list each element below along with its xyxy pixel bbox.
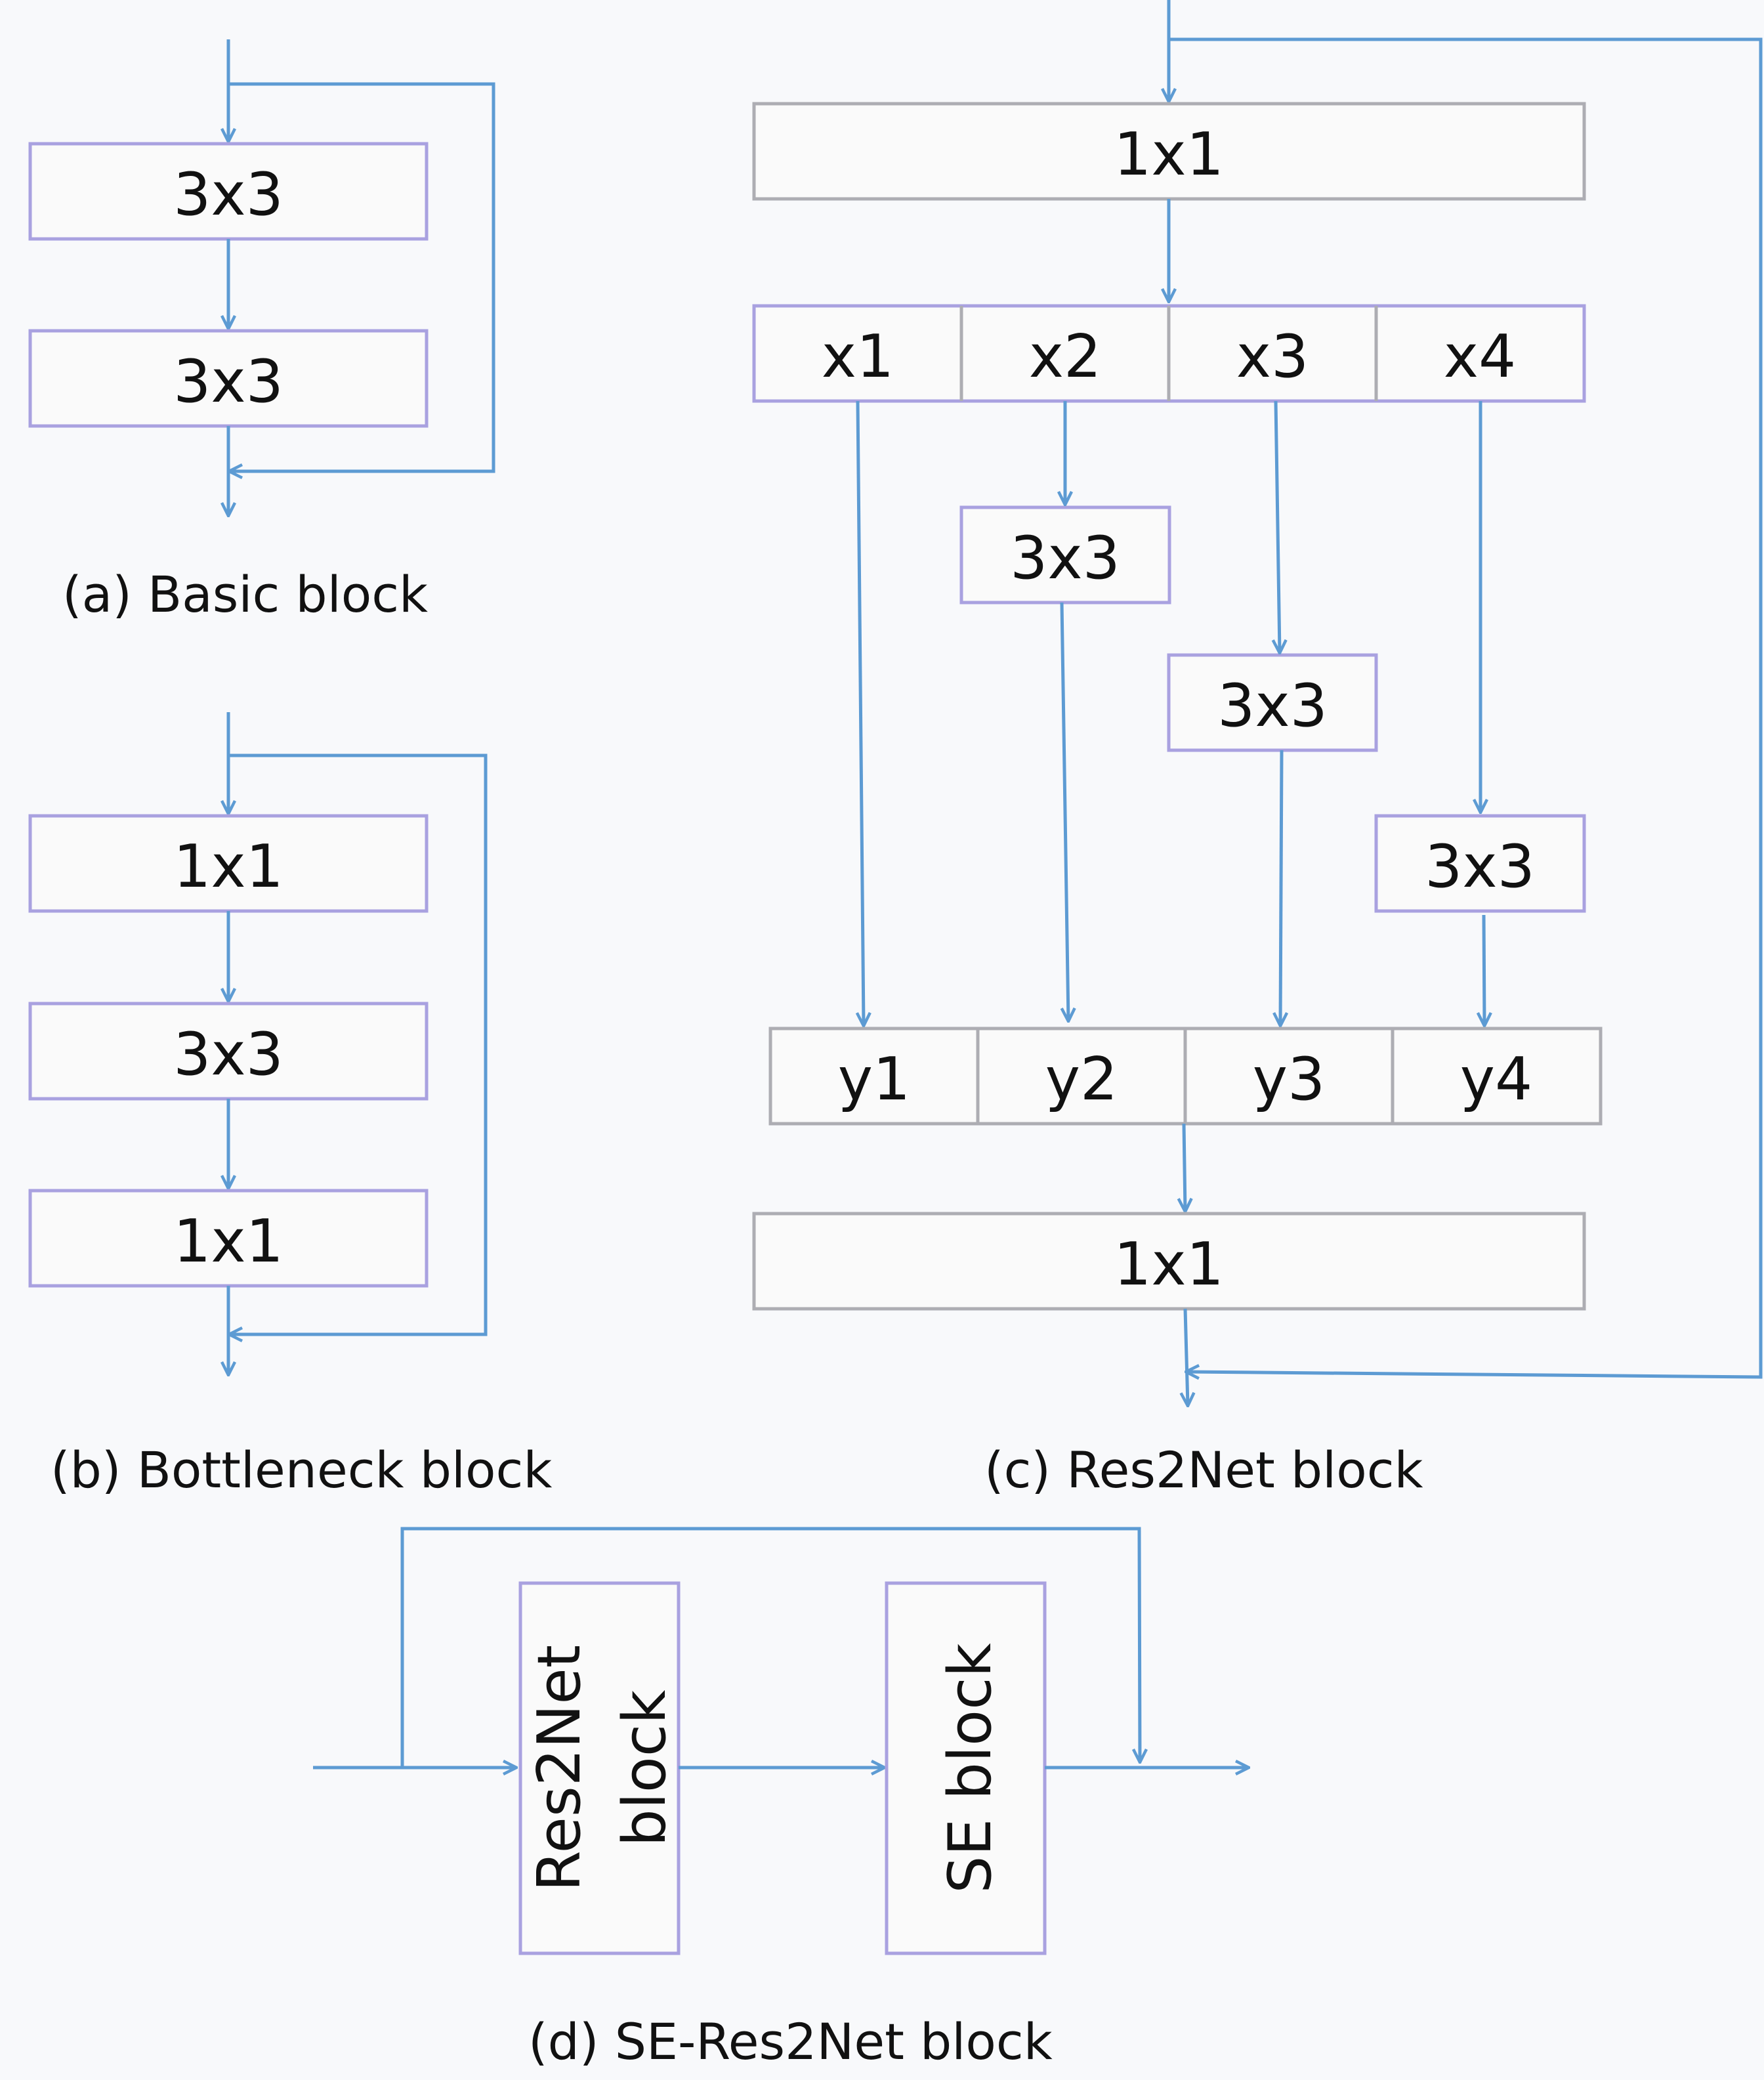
split-x1-label: x1 [822,322,894,391]
basic-conv-2-box [28,329,429,428]
branch-conv-to-y3-arrow [1280,750,1282,1026]
output-y2-label: y2 [1045,1045,1118,1114]
res2net-caption: (c) Res2Net block [984,1441,1423,1499]
output-y3-box [1183,1027,1395,1126]
bottleneck-conv-1-box [28,814,429,913]
res2net-conv-k3-label: 3x3 [1217,671,1328,740]
basic-caption: (a) Basic block [62,565,428,624]
basic-conv-1-label: 3x3 [173,160,284,229]
res2net-conv-k3-box [1167,653,1378,752]
bottleneck-block: 1x1 3x3 1x1 (b) Bottleneck block [28,712,552,1499]
output-y4-box [1391,1027,1603,1126]
split-x4-label: x4 [1444,322,1517,391]
bottleneck-caption: (b) Bottleneck block [51,1441,552,1499]
split-x3-box [1167,304,1378,403]
branch-conv-to-y2-arrow [1060,602,1068,1021]
se-skip-connection [400,1527,1140,1768]
res2net-top-conv-label: 1x1 [1114,120,1224,189]
res2net-top-conv-box [752,102,1586,201]
res2net-conv-k2-label: 3x3 [1010,524,1120,593]
split-x3-label: x3 [1236,322,1309,391]
split-x4-box [1374,304,1586,403]
basic-conv-2-label: 3x3 [173,347,284,416]
bottleneck-conv-3-label: 1x1 [173,1207,284,1276]
bottleneck-skip-connection [228,753,488,1334]
res2net-block: 1x1 x1 x2 x3 x4 3x3 3x3 3x3 y1 y2 y3 [752,0,1763,1499]
se-res2net-caption: (d) SE-Res2Net block [528,2012,1053,2071]
se-res2net-module-label-line2: block [610,1690,679,1847]
res2net-bottom-conv-box [752,1212,1586,1311]
se-module-label: SE block [936,1643,1005,1893]
branch-x1-to-y1-arrow [858,400,864,1026]
output-y3-label: y3 [1253,1045,1326,1114]
bottleneck-conv-3-box [28,1189,429,1288]
res2net-bottom-conv-label: 1x1 [1114,1230,1224,1299]
split-x2-label: x2 [1029,322,1102,391]
output-y4-label: y4 [1460,1045,1533,1114]
basic-block: 3x3 3x3 (a) Basic block [28,39,495,624]
res2net-outputs-to-bottom-arrow [1184,1123,1185,1212]
se-res2net-module-label-line1: Res2Net [525,1645,594,1892]
bottleneck-conv-1-label: 1x1 [173,832,284,901]
output-y2-box [976,1027,1187,1126]
res2net-skip-connection [1169,37,1763,1377]
se-module-box [885,1581,1047,1955]
bottleneck-conv-2-box [28,1002,429,1101]
res2net-output-arrow [1185,1308,1188,1406]
basic-skip-connection [228,82,495,471]
split-dividers [959,306,1378,401]
output-y1-label: y1 [838,1045,911,1114]
res2net-conv-k2-box [959,505,1171,605]
bottleneck-conv-2-label: 3x3 [173,1020,284,1089]
branch-x3-to-conv-arrow [1276,400,1280,653]
res2net-conv-k4-box [1374,814,1586,913]
split-x1-box [752,304,963,403]
se-res2net-block: Res2Net block SE block (d) SE-Res2Net bl… [313,1527,1249,2071]
res2net-conv-k4-label: 3x3 [1425,832,1535,901]
